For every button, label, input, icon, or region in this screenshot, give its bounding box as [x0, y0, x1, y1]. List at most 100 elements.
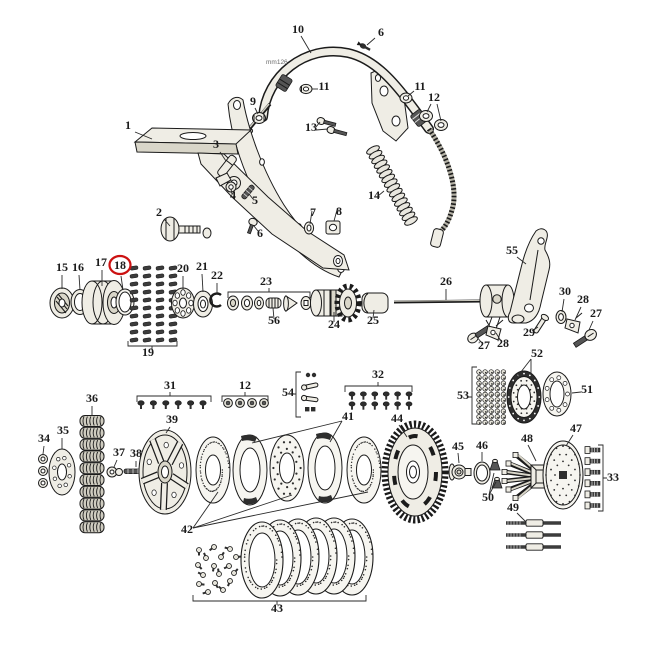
part-label-16: 16	[72, 260, 84, 274]
part-number: 22	[211, 268, 223, 282]
bolt-33	[584, 457, 601, 465]
part-number: 10	[292, 22, 304, 36]
part-label-8: 8	[336, 204, 342, 218]
part-number: 39	[166, 412, 178, 426]
part-label-38: 38	[130, 446, 142, 460]
part-label-55: 55	[506, 243, 518, 257]
part-label-15: 15	[56, 260, 68, 274]
part-number: 31	[164, 378, 176, 392]
pushrod-26	[393, 299, 485, 304]
part-label-28: 28	[497, 336, 509, 350]
part-number: 20	[177, 261, 189, 275]
part-label-11: 11	[414, 79, 425, 93]
rivet	[224, 546, 233, 552]
friction-disc-c	[269, 434, 305, 502]
part-label-56: 56	[268, 313, 280, 327]
clutch-drum-44	[381, 420, 449, 524]
part-number: 15	[56, 260, 68, 274]
part-label-7: 7	[310, 205, 316, 219]
rivet	[211, 563, 217, 572]
part-number: 46	[476, 438, 488, 452]
seal-46	[473, 461, 491, 485]
friction-disc-e	[346, 436, 382, 504]
part-number: 5	[252, 193, 258, 207]
part-number: 16	[72, 260, 84, 274]
rivet	[218, 585, 226, 593]
stack-friction-plate	[240, 521, 284, 599]
part-label-52: 52	[531, 346, 543, 360]
part-label-26: 26	[440, 274, 452, 288]
pressure-plate-35	[48, 448, 76, 496]
part-label-37: 37	[113, 445, 125, 459]
part-label-23: 23	[260, 274, 272, 288]
friction-plate-stack-43	[240, 517, 374, 599]
stud-49	[506, 519, 561, 527]
part-number: 29	[523, 325, 535, 339]
part-number: 26	[440, 274, 452, 288]
clutch-spring	[79, 450, 105, 463]
braided-cable	[426, 127, 457, 248]
bolts-13	[316, 117, 348, 137]
part-number: 45	[452, 439, 464, 453]
part-label-14: 14	[368, 188, 380, 202]
clutch-spring	[79, 426, 105, 439]
part-number: 9	[250, 94, 256, 108]
roller-set-19	[129, 265, 178, 343]
retainer-ring-51	[542, 371, 572, 417]
part-label-46: 46	[476, 438, 488, 452]
part-number: 51	[581, 382, 593, 396]
clevis-28-left	[485, 319, 504, 341]
clutch-spring	[79, 462, 105, 475]
part-number: 6	[257, 226, 263, 240]
part-number: 43	[271, 601, 283, 615]
screw-set-32	[348, 391, 413, 410]
part-number: 19	[142, 345, 154, 359]
rivet	[231, 568, 239, 576]
part-number: 3	[213, 137, 219, 151]
part-number: 36	[86, 391, 98, 405]
part-number: 14	[368, 188, 380, 202]
part-number: 30	[559, 284, 571, 298]
rivet	[195, 562, 203, 570]
screw-27-left	[467, 325, 491, 344]
nut-45	[448, 463, 472, 481]
part-number: 11	[414, 79, 425, 93]
adjuster-knob-2	[160, 216, 201, 242]
part-number: 11	[318, 79, 329, 93]
part-label-2: 2	[156, 205, 162, 219]
part-label-36: 36	[86, 391, 98, 405]
rivet	[196, 581, 205, 587]
rivet	[212, 580, 219, 589]
spring-56	[265, 297, 282, 309]
part-number: 25	[367, 313, 379, 327]
bearing-ring-52	[506, 370, 542, 424]
part-number: 44	[391, 411, 403, 425]
part-number: 28	[497, 336, 509, 350]
clutch-spring	[79, 415, 105, 427]
fitting-6-top	[356, 41, 371, 51]
pulley-17	[81, 280, 126, 325]
part-number: 23	[260, 274, 272, 288]
rivet	[218, 551, 225, 560]
part-label-54: 54	[282, 385, 294, 399]
part-number: 2	[156, 205, 162, 219]
part-label-30: 30	[559, 284, 571, 298]
clevis-28-right	[564, 312, 583, 334]
retaining-clip-22	[209, 292, 222, 308]
part-label-12: 12	[239, 378, 251, 392]
washer-7	[303, 221, 315, 235]
rivet	[202, 589, 211, 595]
gear-shaft-24	[310, 283, 362, 323]
sprocket-plate-47	[542, 440, 584, 510]
spring-14	[366, 145, 418, 226]
watermark-text: mm126	[266, 59, 288, 66]
highlight-circle	[108, 254, 132, 276]
part-label-1: 1	[125, 118, 131, 132]
part-label-6: 6	[378, 25, 384, 39]
stud-49	[506, 543, 561, 551]
parts-group-23	[227, 295, 312, 312]
part-label-19: 19	[142, 345, 154, 359]
part-number: 50	[482, 490, 494, 504]
